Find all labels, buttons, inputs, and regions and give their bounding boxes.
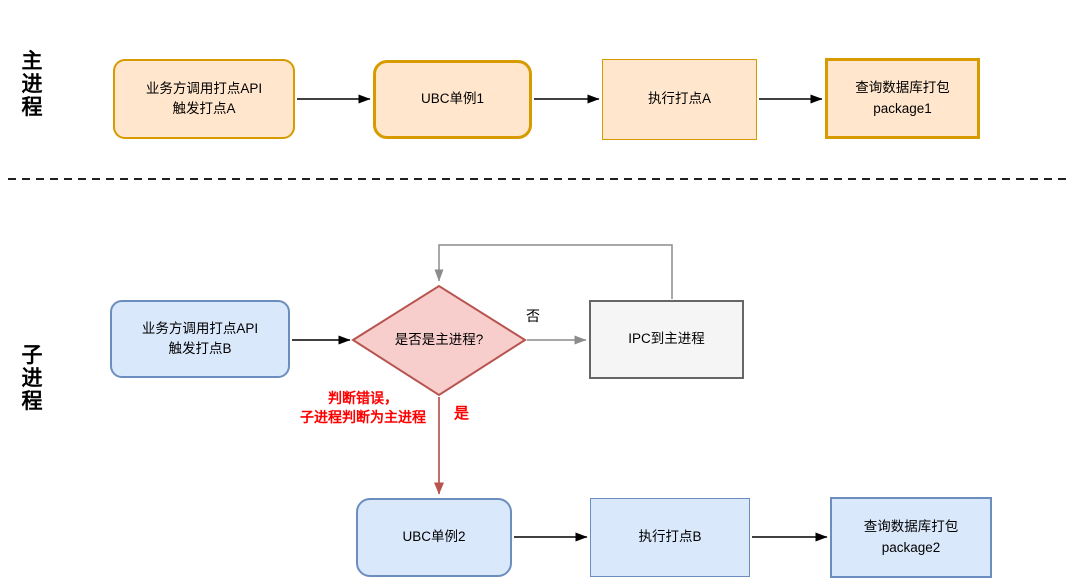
node-label: 触发打点B [168,341,232,356]
node-label: 执行打点B [638,529,702,545]
node-ipc-to-main-process: IPC到主进程 [589,300,744,379]
edge-label-yes: 是 [454,405,470,422]
annotation-judgment-error: 判断错误， 子进程判断为主进程 [278,389,448,427]
annotation-line: 子进程判断为主进程 [300,409,426,425]
node-label: 业务方调用打点API [145,80,263,96]
node-label: 触发打点A [172,101,236,116]
arrow-ipc-loop-to-decision [434,244,673,299]
node-label: package2 [881,539,941,555]
edge-label-no: 否 [526,308,540,324]
node-label: 业务方调用打点API [141,320,259,336]
node-decision-is-main-process: 是否是主进程? [353,286,525,395]
node-label: IPC到主进程 [628,331,705,347]
node-ubc-singleton-1: UBC单例1 [373,60,532,139]
node-label: UBC单例2 [402,529,466,545]
node-label: 查询数据库打包 [855,80,950,96]
node-biz-call-trigger-a: 业务方调用打点API 触发打点A [113,59,295,139]
node-query-db-package2: 查询数据库打包 package2 [830,497,992,578]
node-execute-event-b: 执行打点B [590,498,750,577]
node-ubc-singleton-2: UBC单例2 [356,498,512,577]
node-label: 执行打点A [647,91,711,107]
node-label: UBC单例1 [420,91,484,107]
node-label: package1 [873,100,932,116]
annotation-line: 判断错误， [328,390,398,406]
lane-label-child-process: 子进程 [21,344,43,413]
node-execute-event-a: 执行打点A [602,59,757,140]
decision-diamond-shape [351,284,527,397]
node-biz-call-trigger-b: 业务方调用打点API 触发打点B [110,300,290,378]
lane-label-main-process: 主进程 [21,50,43,119]
node-query-db-package1: 查询数据库打包 package1 [825,58,980,139]
node-label: 查询数据库打包 [863,519,959,535]
node-label: 是否是主进程? [394,332,484,348]
